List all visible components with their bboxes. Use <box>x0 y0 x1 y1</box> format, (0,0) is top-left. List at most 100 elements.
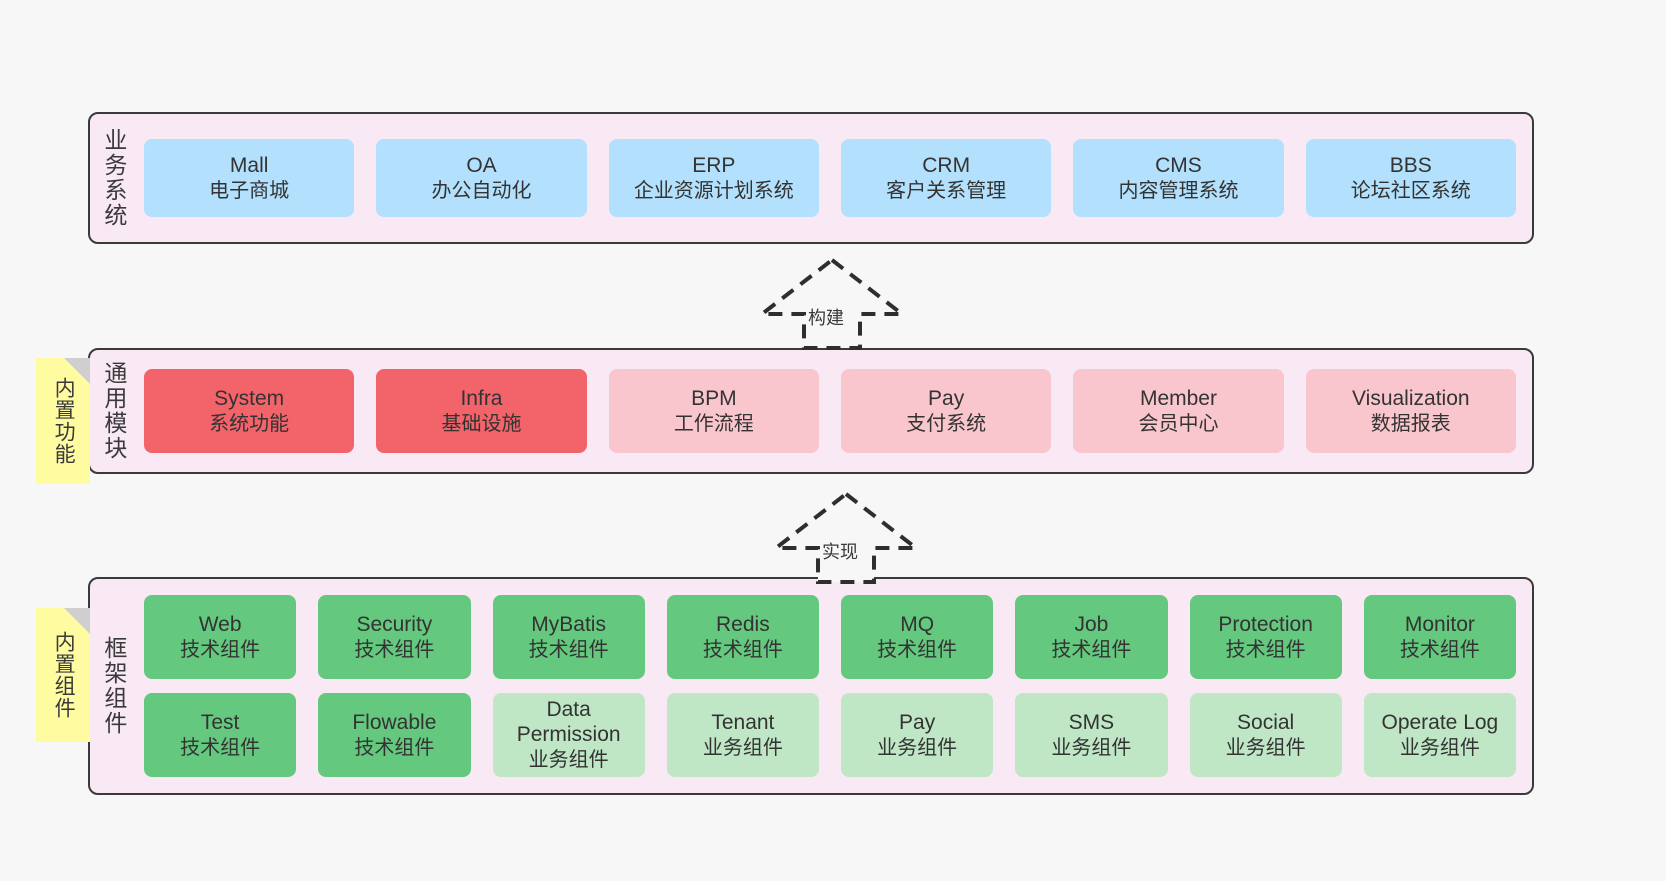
node-subtitle: 支付系统 <box>906 412 987 435</box>
node-operate-log[interactable]: Operate Log 业务组件 <box>1363 693 1516 777</box>
node-oa[interactable]: OA 办公自动化 <box>376 139 587 217</box>
layer-framework-component: 框架组件 Web 技术组件 Security 技术组件 MyBatis 技术组件… <box>88 577 1534 795</box>
node-web[interactable]: Web 技术组件 <box>144 595 297 679</box>
node-pay-business[interactable]: Pay 业务组件 <box>841 693 994 777</box>
node-mybatis[interactable]: MyBatis 技术组件 <box>492 595 645 679</box>
sticky-note-builtin-function: 内置功能 <box>36 358 90 484</box>
node-subtitle: 技术组件 <box>354 638 435 661</box>
node-subtitle: 论坛社区系统 <box>1350 179 1471 202</box>
node-title: Mall <box>229 154 269 177</box>
node-flowable[interactable]: Flowable 技术组件 <box>318 693 471 777</box>
implement-arrow-shape <box>770 491 922 584</box>
node-subtitle: 业务组件 <box>702 736 783 759</box>
node-data-permission[interactable]: Data Permission 业务组件 <box>492 693 645 777</box>
sticky-note-label: 内置功能 <box>52 377 76 465</box>
node-title: Member <box>1139 387 1217 410</box>
layer-body-common-module: System 系统功能 Infra 基础设施 BPM 工作流程 Pay 支付系统… <box>136 350 1532 472</box>
node-cms[interactable]: CMS 内容管理系统 <box>1073 139 1284 217</box>
node-subtitle: 业务组件 <box>528 748 609 771</box>
node-title: MQ <box>900 613 935 636</box>
node-title: Pay <box>899 711 936 734</box>
node-pay[interactable]: Pay 支付系统 <box>840 369 1052 453</box>
sticky-fold-corner <box>64 358 90 384</box>
node-subtitle: 办公自动化 <box>431 179 532 202</box>
node-test[interactable]: Test 技术组件 <box>144 693 297 777</box>
node-title: SMS <box>1068 711 1115 734</box>
node-title: Data Permission <box>516 698 621 746</box>
build-arrow-shape <box>756 257 908 350</box>
node-subtitle: 工作流程 <box>673 412 754 435</box>
node-subtitle: 技术组件 <box>354 736 435 759</box>
node-title: Redis <box>716 613 770 636</box>
node-title: MyBatis <box>531 613 606 636</box>
layer-title-framework-component: 框架组件 <box>100 636 127 736</box>
node-subtitle: 技术组件 <box>1225 638 1306 661</box>
node-subtitle: 技术组件 <box>180 638 261 661</box>
node-subtitle: 系统功能 <box>209 412 290 435</box>
sticky-fold-corner <box>64 608 90 634</box>
node-title: Pay <box>928 387 965 410</box>
node-title: Visualization <box>1352 387 1470 410</box>
node-infra[interactable]: Infra 基础设施 <box>376 369 587 453</box>
node-social[interactable]: Social 业务组件 <box>1189 693 1342 777</box>
layer-body-framework-component: Web 技术组件 Security 技术组件 MyBatis 技术组件 Redi… <box>136 579 1532 793</box>
node-title: Social <box>1237 711 1295 734</box>
node-security[interactable]: Security 技术组件 <box>318 595 471 679</box>
node-crm[interactable]: CRM 客户关系管理 <box>840 139 1052 217</box>
node-title: Infra <box>460 387 503 410</box>
node-mq[interactable]: MQ 技术组件 <box>841 595 994 679</box>
node-title: Job <box>1074 613 1109 636</box>
node-subtitle: 客户关系管理 <box>886 179 1007 202</box>
node-title: Web <box>198 613 242 636</box>
build-arrow-label: 构建 <box>808 308 844 328</box>
node-title: Flowable <box>352 711 437 734</box>
implement-arrow: 实现 <box>766 486 926 586</box>
node-subtitle: 企业资源计划系统 <box>633 179 794 202</box>
sticky-note-builtin-component: 内置组件 <box>36 608 90 742</box>
node-title: BBS <box>1389 154 1432 177</box>
node-subtitle: 业务组件 <box>1225 736 1306 759</box>
node-title: Protection <box>1218 613 1313 636</box>
node-subtitle: 技术组件 <box>1051 638 1132 661</box>
layer-common-module: 通用模块 System 系统功能 Infra 基础设施 BPM 工作流程 Pay… <box>88 348 1534 474</box>
node-subtitle: 业务组件 <box>877 736 958 759</box>
node-subtitle: 技术组件 <box>877 638 958 661</box>
node-subtitle: 基础设施 <box>441 412 522 435</box>
node-subtitle: 技术组件 <box>528 638 609 661</box>
sticky-note-label: 内置组件 <box>52 631 76 719</box>
node-subtitle: 技术组件 <box>1399 638 1480 661</box>
node-title: Security <box>356 613 433 636</box>
node-title: BPM <box>691 387 737 410</box>
node-title: CRM <box>922 154 971 177</box>
build-arrow: 构建 <box>752 252 912 352</box>
node-monitor[interactable]: Monitor 技术组件 <box>1363 595 1516 679</box>
layer-title-business-system: 业务系统 <box>100 128 127 228</box>
node-redis[interactable]: Redis 技术组件 <box>666 595 819 679</box>
node-title: System <box>214 387 285 410</box>
node-title: CMS <box>1155 154 1202 177</box>
node-title: Operate Log <box>1381 711 1499 734</box>
node-bpm[interactable]: BPM 工作流程 <box>608 369 819 453</box>
layer-body-business-system: Mall 电子商城 OA 办公自动化 ERP 企业资源计划系统 CRM 客户关系… <box>136 114 1532 242</box>
node-sms[interactable]: SMS 业务组件 <box>1015 693 1168 777</box>
node-member[interactable]: Member 会员中心 <box>1073 369 1284 453</box>
layer-business-system: 业务系统 Mall 电子商城 OA 办公自动化 ERP 企业资源计划系统 CRM… <box>88 112 1534 244</box>
node-row: Test 技术组件 Flowable 技术组件 Data Permission … <box>144 693 1516 777</box>
node-system[interactable]: System 系统功能 <box>144 369 355 453</box>
node-erp[interactable]: ERP 企业资源计划系统 <box>608 139 819 217</box>
node-protection[interactable]: Protection 技术组件 <box>1189 595 1342 679</box>
node-bbs[interactable]: BBS 论坛社区系统 <box>1305 139 1516 217</box>
node-subtitle: 内容管理系统 <box>1118 179 1239 202</box>
node-title: ERP <box>692 154 736 177</box>
node-row: Web 技术组件 Security 技术组件 MyBatis 技术组件 Redi… <box>144 595 1516 679</box>
node-job[interactable]: Job 技术组件 <box>1015 595 1168 679</box>
node-subtitle: 技术组件 <box>702 638 783 661</box>
node-tenant[interactable]: Tenant 业务组件 <box>666 693 819 777</box>
implement-arrow-label: 实现 <box>822 542 858 562</box>
node-mall[interactable]: Mall 电子商城 <box>144 139 355 217</box>
layer-title-common-module: 通用模块 <box>100 361 127 461</box>
node-subtitle: 技术组件 <box>180 736 261 759</box>
node-visualization[interactable]: Visualization 数据报表 <box>1305 369 1516 453</box>
node-subtitle: 电子商城 <box>209 179 290 202</box>
node-row: Mall 电子商城 OA 办公自动化 ERP 企业资源计划系统 CRM 客户关系… <box>144 139 1516 217</box>
